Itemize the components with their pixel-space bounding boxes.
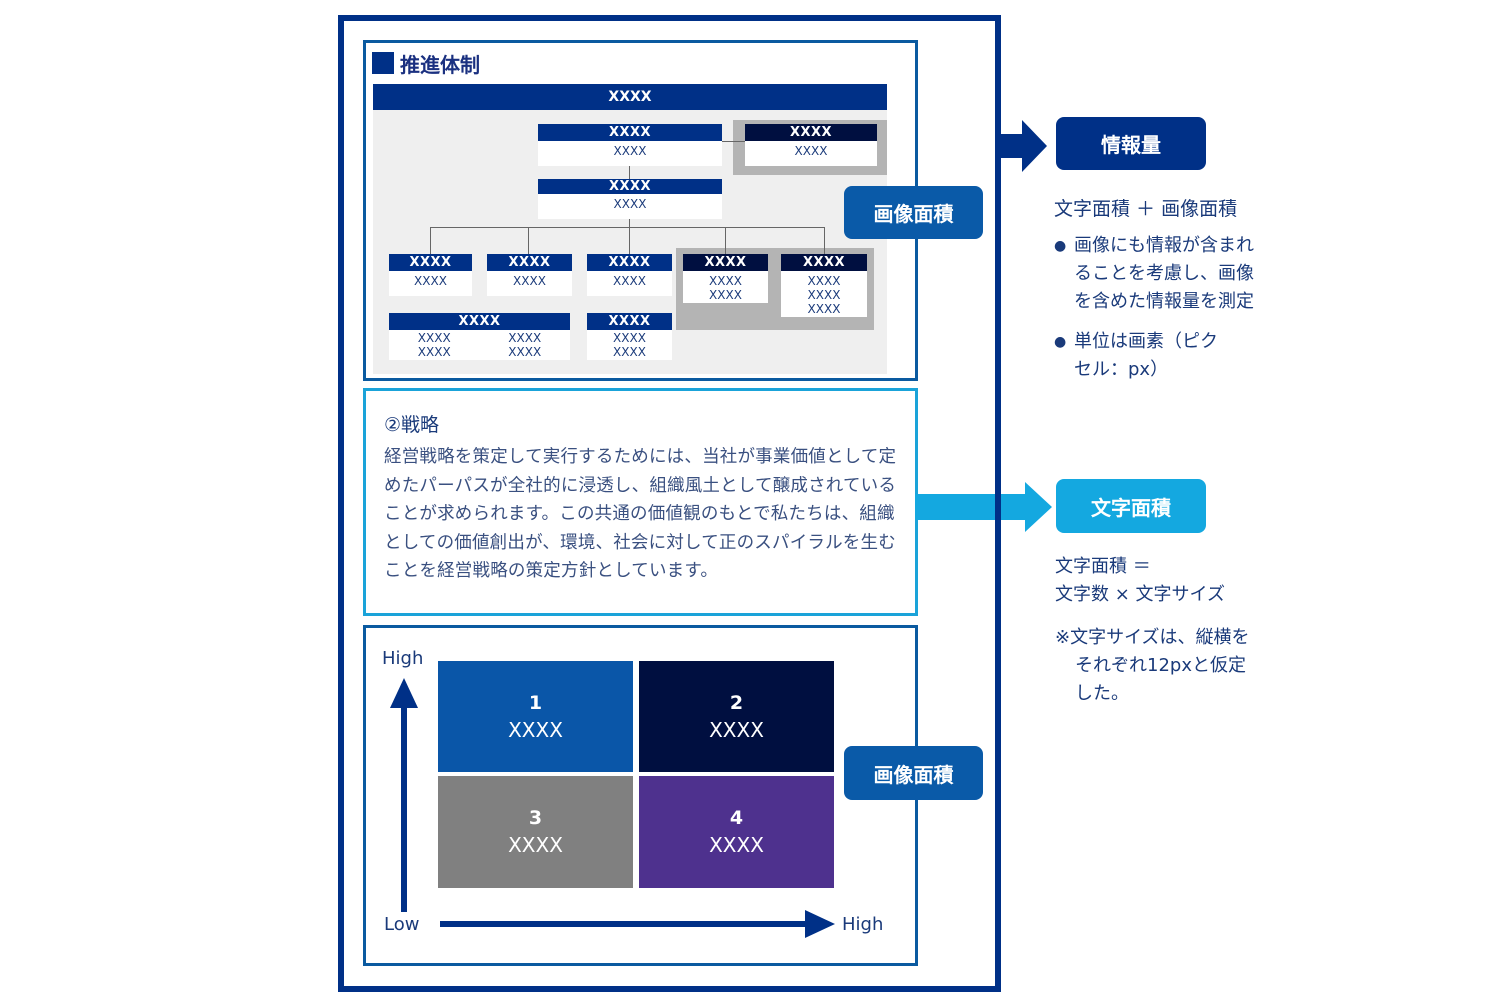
matrix-cell-1: 1 XXXX (438, 661, 633, 772)
org-node-line: XXXX (807, 274, 841, 288)
text-area-callout: 文字面積 (1056, 479, 1206, 533)
y-axis-arrow (390, 678, 418, 912)
org-node-header: XXXX (487, 254, 572, 271)
org-node-body: XXXX XXXX XXXX XXXX (389, 330, 570, 359)
org-node-row1: XXXX XXXX XXXX (683, 254, 768, 303)
bullet-text: 画像にも情報が含まれることを考慮し、画像を含めた情報量を測定 (1074, 235, 1254, 312)
org-node-body: XXXX (794, 144, 828, 158)
org-node-row1: XXXX XXXX XXXX XXXX (781, 254, 867, 317)
org-node-header: XXXX (587, 254, 672, 271)
connector-line (430, 227, 431, 254)
strategy-title: ②戦略 (384, 414, 440, 436)
org-node-line: XXXX (508, 345, 542, 359)
org-node-line: XXXX (417, 331, 451, 345)
org-node-row2-wide: XXXX XXXX XXXX XXXX XXXX (389, 313, 570, 360)
info-amount-callout: 情報量 (1056, 117, 1206, 170)
org-node-top-side: XXXX XXXX (745, 124, 877, 166)
cell-label: XXXX (508, 833, 563, 857)
x-axis-low-label: Low (384, 914, 420, 935)
org-node-row1: XXXX XXXX (487, 254, 572, 296)
org-chart-title: 推進体制 (372, 50, 480, 77)
org-node-header: XXXX (538, 179, 722, 194)
frame-edge (995, 470, 1001, 540)
org-chart-title-text: 推進体制 (400, 52, 480, 77)
org-node-line: XXXX (807, 288, 841, 302)
connector-line (629, 219, 630, 227)
connector-line (725, 227, 726, 254)
bullet-icon: ● (1054, 238, 1067, 254)
cell-number: 2 (729, 691, 744, 714)
org-node-header: XXXX (683, 254, 768, 271)
info-bullets: ● 画像にも情報が含まれることを考慮し、画像を含めた情報量を測定 ● 単位は画素… (1054, 232, 1264, 384)
info-formula: 文字面積 ＋ 画像面積 (1054, 198, 1238, 220)
y-axis-high-label: High (382, 648, 424, 669)
org-node-line: XXXX (709, 274, 742, 288)
connector-line (824, 227, 825, 254)
matrix-cell-2: 2 XXXX (639, 661, 834, 772)
org-node-row2-small: XXXX XXXX XXXX (587, 313, 672, 360)
info-bullet-item: ● 単位は画素（ピクセル：px） (1054, 328, 1264, 384)
org-node-top: XXXX XXXX (538, 124, 722, 166)
org-node-line: XXXX (613, 345, 646, 359)
strategy-text-section (363, 388, 918, 616)
org-node-header: XXXX (389, 254, 472, 271)
cell-label: XXXX (508, 717, 563, 742)
text-note: ※文字サイズは、縦横をそれぞれ12pxと仮定した。 (1055, 627, 1250, 704)
org-banner: XXXX (373, 84, 887, 110)
org-node-col: XXXX XXXX (418, 331, 451, 359)
matrix-axes (390, 678, 835, 938)
org-node-body: XXXX XXXX (683, 271, 768, 302)
text-area-arrow-icon (915, 482, 1052, 532)
cell-number: 1 (528, 691, 543, 714)
org-node-row1: XXXX XXXX (587, 254, 672, 296)
cell-label: XXXX (709, 717, 764, 742)
bullet-text: 単位は画素（ピクセル：px） (1074, 331, 1218, 380)
cell-number: 3 (528, 807, 543, 829)
x-axis-high-label: High (842, 914, 884, 935)
connector-line (629, 227, 630, 254)
matrix-cell-4: 4 XXXX (639, 776, 834, 888)
x-axis-arrow (440, 910, 835, 938)
org-node-line: XXXX (807, 302, 841, 316)
text-formula-line2: 文字数 × 文字サイズ (1055, 584, 1225, 605)
image-area-callout-bottom: 画像面積 (844, 746, 983, 800)
org-node-body: XXXX XXXX (587, 330, 672, 359)
org-node-header: XXXX (538, 124, 722, 141)
org-node-body: XXXX (414, 274, 447, 288)
matrix-cell-3: 3 XXXX (438, 776, 633, 888)
connector-line (629, 166, 630, 179)
org-node-body: XXXX XXXX XXXX (781, 271, 867, 316)
org-node-line: XXXX (508, 331, 542, 345)
connector-line (430, 227, 825, 228)
org-node-col: XXXX XXXX (508, 331, 541, 359)
org-node-row1: XXXX XXXX (389, 254, 472, 296)
org-node-body: XXXX (513, 274, 546, 288)
bullet-icon: ● (1054, 334, 1067, 350)
org-node-middle: XXXX XXXX (538, 179, 722, 219)
org-node-body: XXXX (613, 144, 647, 158)
org-node-body: XXXX (613, 274, 646, 288)
org-node-line: XXXX (709, 288, 742, 302)
connector-line (528, 227, 529, 254)
strategy-body: 経営戦略を策定して実行するためには、当社が事業価値として定めたパーパスが全社的に… (384, 447, 897, 581)
org-node-body: XXXX (613, 197, 647, 211)
cell-label: XXXX (709, 833, 764, 857)
text-formula-line1: 文字面積 ＝ (1055, 556, 1151, 577)
connector-line (722, 141, 745, 142)
org-node-header: XXXX (781, 254, 867, 271)
org-node-line: XXXX (417, 345, 451, 359)
title-square-icon (372, 52, 394, 74)
org-node-header: XXXX (587, 313, 672, 330)
image-area-callout-top: 画像面積 (844, 186, 983, 239)
org-node-header: XXXX (389, 313, 570, 330)
org-node-line: XXXX (613, 331, 646, 345)
cell-number: 4 (729, 807, 744, 829)
org-node-header: XXXX (745, 124, 877, 141)
info-arrow-icon (1001, 120, 1047, 172)
info-bullet-item: ● 画像にも情報が含まれることを考慮し、画像を含めた情報量を測定 (1054, 232, 1264, 316)
